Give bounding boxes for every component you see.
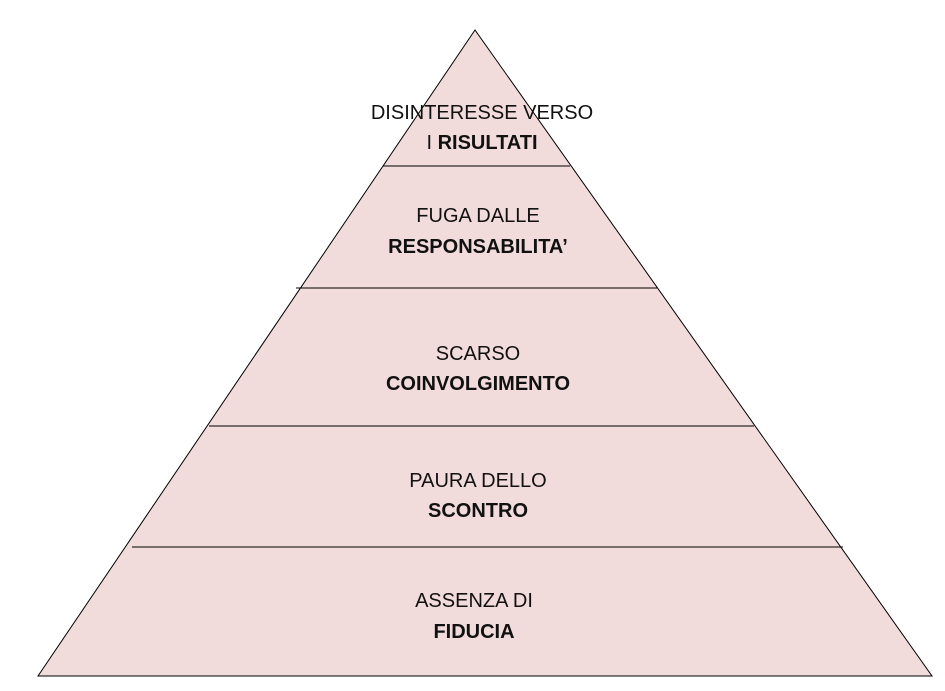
- level-4-line2: SCONTRO: [428, 500, 528, 522]
- level-2-line2: RESPONSABILITA’: [388, 236, 568, 258]
- pyramid-shape: [37, 29, 933, 677]
- level-5-line2: FIDUCIA: [433, 621, 514, 643]
- level-1-line2: I RISULTATI: [426, 132, 537, 154]
- level-coinvolgimento: SCARSO COINVOLGIMENTO: [386, 343, 570, 395]
- level-1-line1: DISINTERESSE VERSO: [371, 102, 593, 124]
- level-fiducia: ASSENZA DI FIDUCIA: [415, 590, 533, 643]
- level-2-line1: FUGA DALLE: [416, 205, 539, 227]
- level-3-line1: SCARSO: [436, 343, 520, 365]
- level-responsabilita: FUGA DALLE RESPONSABILITA’: [388, 205, 568, 258]
- level-5-line1: ASSENZA DI: [415, 590, 533, 612]
- level-3-line2: COINVOLGIMENTO: [386, 373, 570, 395]
- level-4-line1: PAURA DELLO: [409, 470, 546, 492]
- level-scontro: PAURA DELLO SCONTRO: [409, 470, 546, 522]
- level-risultati: DISINTERESSE VERSO I RISULTATI: [371, 102, 593, 154]
